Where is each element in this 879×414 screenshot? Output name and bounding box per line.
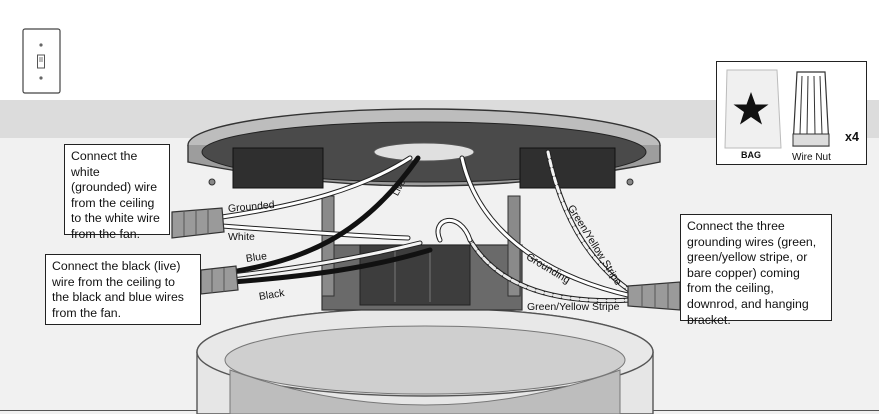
wire-nut-label: Wire Nut: [792, 152, 831, 163]
callout-white-wire: Connect the white (grounded) wire from t…: [64, 144, 170, 241]
wire-nut-white: [171, 207, 225, 239]
callout-black-wire: Connect the black (live) wire from the c…: [45, 254, 201, 325]
wire-nut-icon: [792, 71, 830, 147]
quantity-label: x4: [845, 130, 859, 144]
ceiling-mounting-plate: [187, 108, 661, 189]
wires: [219, 149, 635, 304]
fan-canopy-bowl: [196, 307, 654, 414]
wall-switch-icon: [22, 28, 61, 94]
star-icon: [733, 92, 769, 125]
label-green-yellow-stripe-lower: Green/Yellow Stripe: [527, 301, 620, 313]
wire-nut-black: [200, 265, 239, 295]
kit-icons: [724, 69, 830, 149]
wire-nut-ground: [627, 281, 681, 311]
callout-grounding-wires: Connect the three grounding wires (green…: [680, 214, 832, 327]
label-white-wire: White: [228, 231, 255, 243]
hardware-kit-box: BAG Wire Nut x4: [716, 61, 867, 165]
bag-label: BAG: [741, 150, 761, 160]
